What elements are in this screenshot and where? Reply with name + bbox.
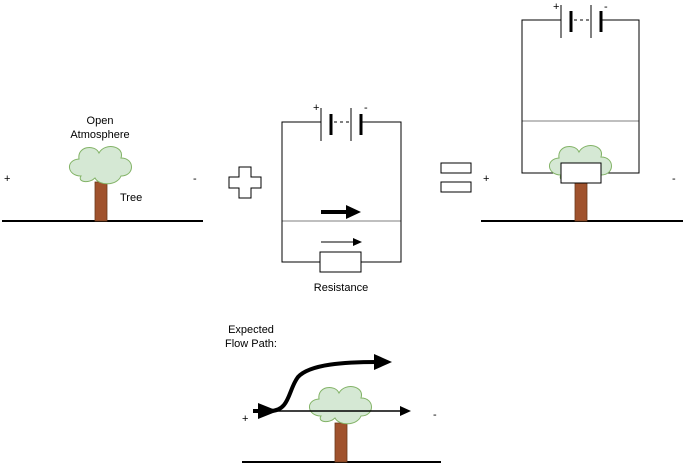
- resistor-symbol: [319, 251, 362, 273]
- tree-label: Tree: [120, 192, 142, 204]
- positive-terminal-label: +: [483, 173, 489, 185]
- positive-terminal-label: +: [242, 413, 248, 425]
- battery-plus-label: +: [553, 1, 559, 13]
- right-wire: [601, 19, 640, 174]
- tree-trunk: [334, 422, 348, 463]
- tree-trunk: [94, 181, 108, 222]
- battery-minus-label: -: [364, 102, 368, 114]
- equals-operator-icon: [440, 162, 472, 193]
- tree-trunk: [574, 181, 588, 222]
- left-wire: [521, 19, 561, 174]
- resistance-label: Resistance: [314, 282, 368, 294]
- open-atmosphere-label-line2: Atmosphere: [70, 129, 129, 141]
- panel-tree-as-resistance: + - + -: [481, 1, 683, 222]
- open-atmosphere-label-line1: Open: [87, 115, 114, 127]
- battery-icon: [320, 108, 363, 141]
- plus-operator-icon: [228, 166, 262, 199]
- expected-flow-label-line2: Flow Path:: [225, 338, 277, 350]
- expected-flow-label-line1: Expected: [228, 324, 274, 336]
- battery-plus-label: +: [313, 102, 319, 114]
- panel-expected-flow-path: Expected Flow Path: + -: [225, 324, 441, 463]
- panel-tree-open-atmosphere: Open Atmosphere Tree + -: [2, 115, 203, 222]
- tree-foliage: [68, 146, 132, 185]
- panel-resistance-circuit: + - Resistance: [281, 102, 402, 294]
- thin-flow-arrow-icon: [258, 406, 411, 416]
- positive-terminal-label: +: [4, 173, 10, 185]
- thick-flow-arrow-icon: [253, 354, 392, 419]
- left-wire: [281, 121, 321, 263]
- right-wire: [361, 121, 402, 263]
- battery-minus-label: -: [604, 1, 608, 13]
- negative-terminal-label: -: [672, 173, 676, 185]
- thick-current-arrow-icon: [321, 205, 361, 219]
- battery-icon: [560, 5, 603, 38]
- negative-terminal-label: -: [433, 409, 437, 421]
- negative-terminal-label: -: [193, 173, 197, 185]
- tree-foliage: [308, 386, 372, 425]
- resistor-symbol: [560, 162, 602, 184]
- thin-current-arrow-icon: [321, 238, 362, 246]
